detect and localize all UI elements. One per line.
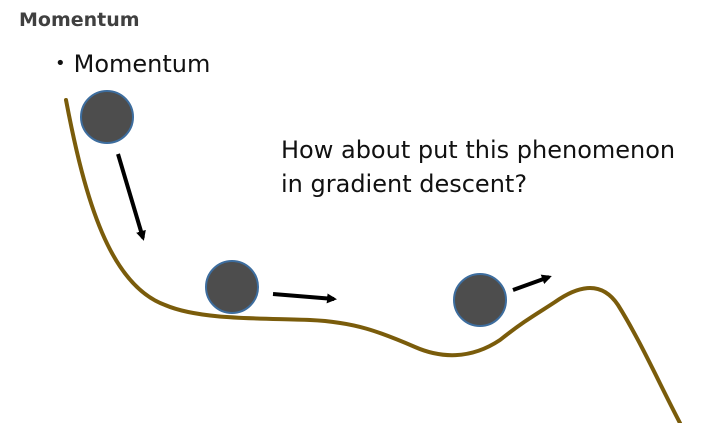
slide-title: Momentum (19, 9, 140, 31)
bullet-text: Momentum (73, 50, 211, 78)
bullet-dot-icon: • (55, 52, 66, 74)
ball-middle (205, 260, 259, 314)
ball-right (453, 273, 507, 327)
arrow-up-right-icon (512, 274, 552, 292)
ball-top (80, 90, 134, 144)
arrow-right-icon (272, 292, 337, 304)
question-line-2: in gradient descent? (281, 170, 528, 198)
question-text: How about put this phenomenon in gradien… (281, 133, 675, 201)
loss-curve (64, 98, 682, 423)
arrow-down-icon (116, 153, 146, 241)
question-line-1: How about put this phenomenon (281, 136, 676, 164)
bullet-item: • Momentum (55, 50, 210, 78)
